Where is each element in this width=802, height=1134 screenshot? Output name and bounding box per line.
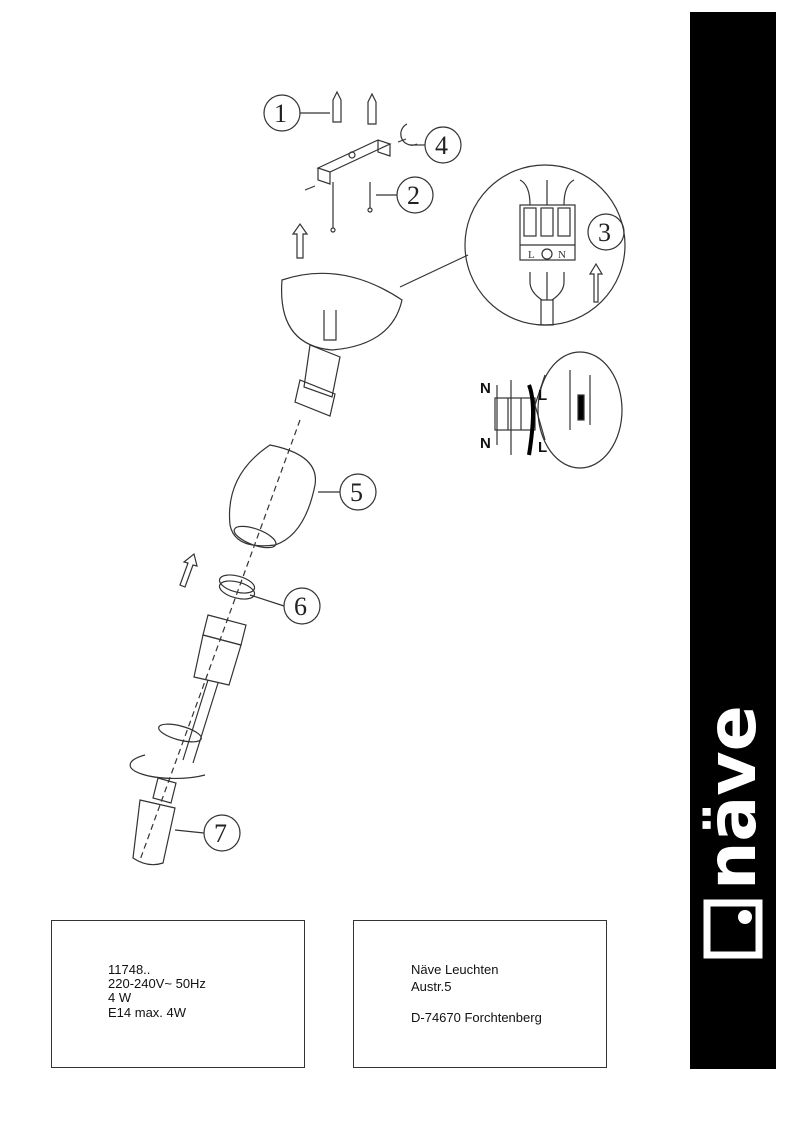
assembly-diagram: 1 4 2 L N: [129, 90, 626, 866]
svg-text:N: N: [480, 435, 491, 452]
svg-text:5: 5: [350, 478, 363, 507]
voltage: 220-240V~ 50Hz: [108, 976, 206, 991]
city: D-74670 Forchtenberg: [411, 1010, 542, 1025]
bulb-holder: [158, 614, 247, 764]
logo-wordmark: näve: [694, 705, 772, 890]
mounting-bracket: [304, 138, 407, 191]
wall-plug-icon: [332, 90, 377, 125]
naeve-logo: näve: [694, 705, 772, 959]
locking-ring: [218, 574, 256, 600]
arrow-up-icon: [179, 552, 198, 588]
bulb-type: E14 max. 4W: [108, 1005, 187, 1020]
wire-stripping-detail: N L N L: [480, 351, 623, 469]
callout-7: 7: [174, 814, 241, 852]
lamp-socket: [294, 344, 341, 417]
company-name: Näve Leuchten: [411, 962, 499, 977]
power: 4 W: [108, 990, 132, 1005]
specifications-box: 11748.. 220-240V~ 50Hz 4 W E14 max. 4W: [51, 920, 305, 1068]
svg-text:N: N: [480, 380, 491, 397]
callout-5: 5: [318, 473, 377, 511]
wiring-detail: L N: [399, 164, 626, 326]
svg-text:L: L: [538, 439, 547, 456]
manufacturer-address-box: Näve Leuchten Austr.5 D-74670 Forchtenbe…: [353, 920, 607, 1068]
screw-icon: [330, 182, 373, 233]
led-bulb: [129, 754, 206, 866]
svg-text:6: 6: [294, 592, 307, 621]
svg-text:1: 1: [274, 99, 287, 128]
glass-shade: [228, 444, 317, 549]
callout-4: 4: [400, 123, 462, 164]
svg-text:3: 3: [598, 218, 611, 247]
svg-text:7: 7: [214, 819, 227, 848]
arrow-up-icon: [291, 222, 309, 259]
callout-6: 6: [249, 587, 321, 625]
callout-1: 1: [263, 94, 330, 132]
article-number: 11748..: [108, 962, 151, 977]
brand-sidebar: [690, 12, 776, 1069]
callout-2: 2: [376, 176, 434, 214]
svg-text:2: 2: [407, 181, 420, 210]
street: Austr.5: [411, 979, 452, 994]
svg-text:4: 4: [435, 131, 448, 160]
svg-text:L: L: [528, 249, 535, 261]
svg-text:N: N: [558, 249, 566, 261]
svg-text:L: L: [538, 387, 547, 404]
ceiling-canopy: [280, 272, 403, 351]
callout-3: 3: [587, 213, 625, 251]
